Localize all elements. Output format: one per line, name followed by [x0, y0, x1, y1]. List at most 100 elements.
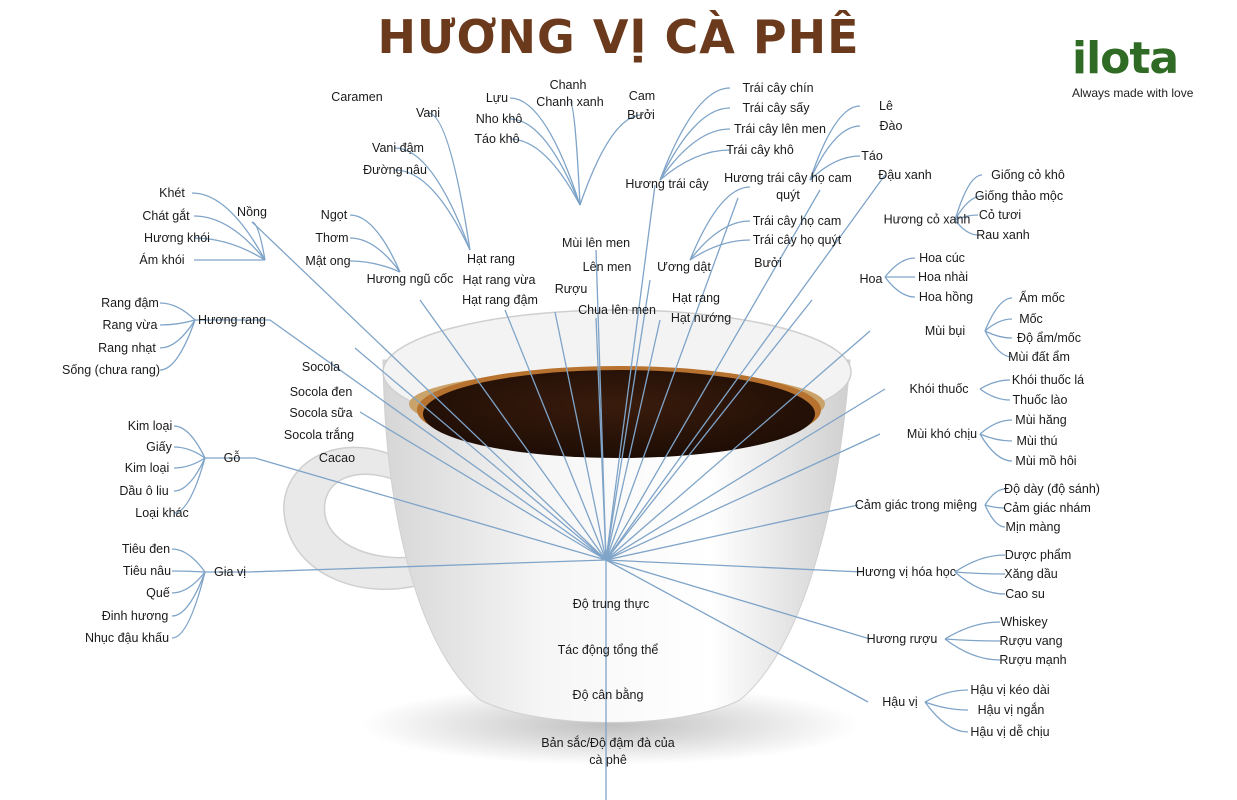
flavor-label: Cam — [628, 89, 656, 103]
branch-line — [171, 571, 206, 639]
branch-line — [394, 169, 471, 251]
branch-line — [809, 105, 861, 181]
branch-line — [509, 97, 581, 206]
spoke-line — [605, 184, 656, 561]
flavor-label: Chát gắt — [142, 209, 190, 223]
branch-line — [884, 257, 916, 278]
flavor-label: Mật ong — [305, 254, 351, 268]
flavor-label: Vani đậm — [372, 141, 424, 155]
flavor-label: Hạt nướng — [670, 311, 732, 325]
branch-line — [884, 276, 916, 298]
flavor-label: Socola trắng — [283, 428, 355, 442]
branch-line — [193, 215, 266, 261]
flavor-label: Nồng — [237, 205, 267, 219]
flavor-label: Đào — [879, 119, 903, 133]
flavor-label: Hoa hồng — [918, 290, 974, 304]
flavor-label: Cảm giác nhám — [1003, 501, 1091, 515]
spoke-line — [605, 319, 661, 561]
branch-line — [509, 138, 581, 206]
branch-line — [579, 114, 643, 206]
flavor-label: Hương cỏ xanh — [883, 212, 971, 227]
spoke-line — [605, 559, 871, 640]
flavor-label: Cảm giác trong miệng — [854, 498, 978, 512]
flavor-label: Hậu vị — [882, 695, 918, 709]
branch-line — [349, 260, 401, 273]
flavor-label: Gỗ — [223, 451, 241, 465]
flavor-label: Giấy — [146, 440, 172, 454]
spoke-line — [605, 197, 739, 561]
branch-line — [659, 107, 731, 181]
flavor-label: Hương rượu — [866, 632, 938, 646]
branch-line — [984, 504, 1006, 528]
branch-line — [394, 147, 471, 251]
flavor-label: Tác động tổng thể — [557, 643, 659, 657]
flavor-label: Chanh xanh — [536, 95, 604, 109]
flavor-label: Trái cây khô — [726, 143, 794, 157]
flavor-label: Gia vị — [214, 565, 246, 579]
flavor-label: Hương trái cây họ cam quýt — [724, 171, 852, 202]
flavor-label: Hương khói — [144, 231, 210, 245]
flavor-label: Ngọt — [320, 208, 348, 222]
flavor-label: Độ ẩm/mốc — [1017, 331, 1081, 345]
spoke-line — [605, 559, 863, 573]
flavor-label: Xăng dầu — [1004, 567, 1058, 581]
flavor-label: Mùi khó chịu — [906, 427, 978, 441]
flavor-label: Lê — [879, 99, 893, 113]
flavor-label: Bản sắc/Độ đậm đà của cà phê — [541, 736, 675, 767]
branch-line — [171, 571, 206, 594]
branch-line — [689, 186, 751, 261]
flavor-label: Đường nâu — [363, 163, 427, 177]
flavor-label: Chanh — [549, 78, 587, 92]
branch-line — [173, 457, 206, 514]
flavor-label: Trái cây chín — [742, 81, 814, 95]
flavor-label: Hoa nhài — [917, 270, 969, 284]
branch-line — [173, 457, 206, 492]
flavor-label: Hương ngũ cốc — [366, 272, 454, 286]
flavor-label: Whiskey — [1000, 615, 1048, 629]
spoke-line — [605, 330, 871, 561]
flavor-label: Mùi bụi — [924, 324, 966, 338]
branch-line — [954, 219, 979, 236]
flavor-label: Cỏ tươi — [978, 208, 1022, 222]
branch-line — [159, 319, 196, 326]
spoke-line — [605, 559, 869, 703]
flavor-label: Rang vừa — [102, 318, 158, 332]
branch-line — [924, 701, 969, 733]
branch-line — [954, 214, 979, 221]
flavor-label: Sống (chưa rang) — [61, 363, 161, 377]
flavor-label: Quế — [146, 586, 170, 600]
flavor-label: Độ trung thực — [572, 597, 650, 611]
flavor-label: Khét — [159, 186, 185, 200]
flavor-label: Mùi thú — [1016, 434, 1058, 448]
flavor-label: Kim loại — [124, 461, 170, 475]
branch-line — [979, 433, 1013, 442]
flavor-label: Ẩm mốc — [1019, 291, 1065, 305]
branch-line — [954, 554, 1006, 573]
flavor-label: Giống thảo mộc — [974, 189, 1064, 203]
flavor-label: Tiêu đen — [121, 542, 171, 556]
branch-line — [171, 570, 206, 573]
branch-line — [159, 319, 196, 349]
flavor-label: Hoa — [859, 272, 883, 286]
branch-line — [191, 192, 266, 261]
flavor-label: Mốc — [1019, 312, 1043, 326]
spoke-line — [605, 504, 859, 561]
flavor-label: Socola — [301, 360, 341, 374]
spoke-line — [419, 299, 607, 561]
flavor-label: Hậu vị ngắn — [977, 703, 1045, 717]
flavor-label: Đinh hương — [101, 609, 169, 623]
flavor-label: Hạt rang vừa — [462, 273, 536, 287]
flavor-label: Độ dày (độ sánh) — [1004, 482, 1100, 496]
flavor-label: Hạt rang đậm — [462, 293, 538, 307]
flavor-label: Rượu vang — [999, 634, 1063, 648]
branch-line — [954, 195, 983, 221]
flavor-label: Hương vị hóa học — [856, 565, 956, 579]
flavor-label: Rau xanh — [976, 228, 1030, 242]
branch-line — [171, 571, 206, 617]
branch-line — [809, 125, 861, 181]
spoke-line — [595, 317, 607, 561]
branch-line — [509, 118, 581, 206]
flavor-label: Socola đen — [289, 385, 353, 399]
